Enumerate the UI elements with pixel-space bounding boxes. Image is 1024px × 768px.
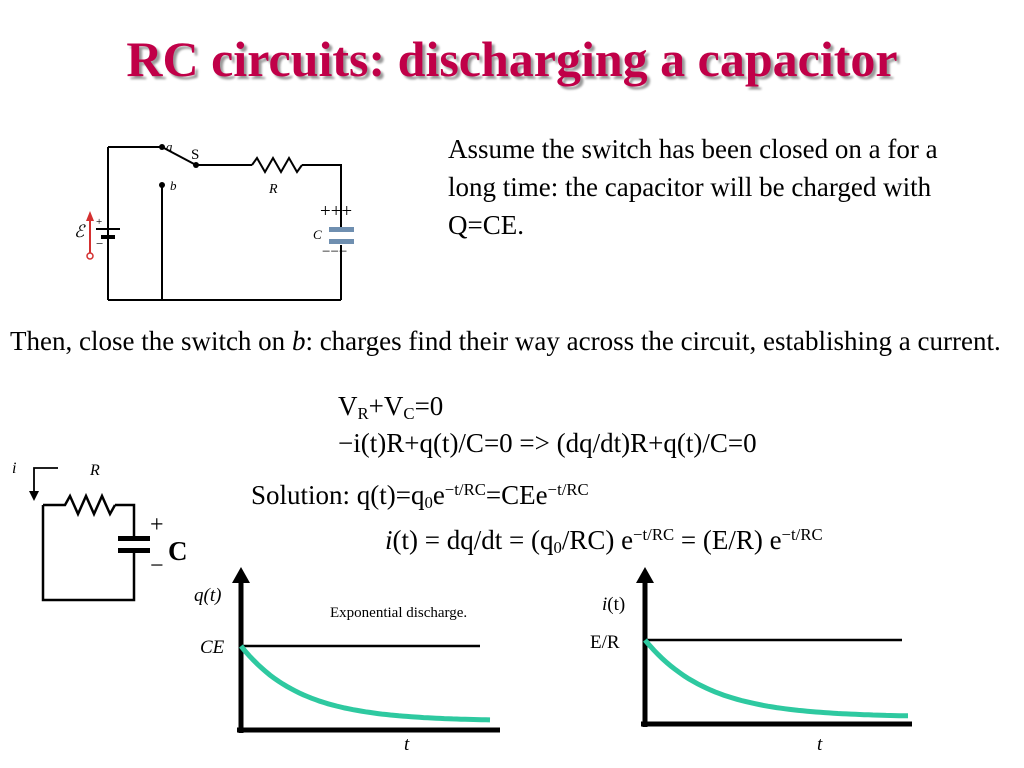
cur-exp2: −t/RC (781, 524, 823, 544)
sol-e: e (432, 480, 445, 510)
sol-q-sub: 0 (424, 493, 433, 513)
eq1-v: V (338, 391, 358, 421)
switch-terminal-a (159, 144, 165, 150)
sol-exp1: −t/RC (444, 479, 486, 499)
loop-capacitor-plate-bottom (118, 548, 150, 553)
chart2-xlabel: t (817, 734, 823, 755)
eq1-plus-v: +V (368, 391, 404, 421)
current-arrowhead-icon (29, 491, 39, 501)
minus-marks: −−− (322, 244, 347, 260)
chart2-ylabel-i: i (602, 594, 607, 615)
eq1-sub-c: C (403, 404, 415, 424)
loop-wire-right-top (115, 503, 136, 541)
para2-prefix: Then, close the switch on (10, 326, 292, 356)
charge-discharge-chart: q(t) CE Exponential discharge. t (194, 567, 500, 755)
loop-current-label: i (12, 460, 16, 477)
capacitor-plate-bottom (329, 239, 354, 244)
resistor-zigzag (251, 155, 303, 175)
chart2-decay-curve (643, 638, 908, 719)
loop-resistor-label: R (89, 462, 100, 479)
switch-b-paragraph: Then, close the switch on b: charges fin… (10, 322, 1010, 360)
chart1-decay-curve (239, 644, 491, 723)
capacitor-plate-top (329, 227, 354, 232)
loop-wire-left-bottom (41, 505, 136, 602)
chart1-xlabel: t (404, 734, 410, 755)
loop-resistor-zigzag (43, 492, 117, 518)
assumption-text: Assume the switch has been closed on a f… (448, 134, 938, 240)
solution-equation: Solution: q(t)=q0e−t/RC=CEe−t/RC (251, 480, 589, 511)
emf-symbol: ℰ (74, 222, 86, 241)
capacitor-label: C (313, 227, 322, 242)
switch-b-label: b (170, 178, 177, 193)
emf-arrow-tail (86, 252, 94, 260)
cur-exp1: −t/RC (633, 524, 675, 544)
sol-mid: =CEe (485, 480, 548, 510)
rc-loop-circuit: i R + − C (12, 460, 188, 602)
cur-p1: (t) = dq/dt = (q (392, 525, 554, 555)
cur-q-sub: 0 (553, 538, 562, 558)
chart1-ylabel: q(t) (194, 585, 221, 606)
loop-plus: + (150, 512, 164, 538)
current-discharge-chart: i(t) E/R t (590, 567, 912, 755)
switch-terminal-b (159, 182, 165, 188)
chart1-annotation: Exponential discharge. (330, 605, 467, 621)
loop-capacitor-plate-top (118, 536, 150, 541)
para2-italic-b: b (291, 326, 306, 356)
loop-capacitor-label: C (168, 536, 188, 566)
switch-a-label: a (166, 139, 173, 154)
loop-minus: − (150, 553, 164, 579)
eq1-sub-r: R (357, 404, 369, 424)
slide-title: RC circuits: discharging a capacitor (126, 31, 898, 87)
battery-minus: − (96, 236, 103, 251)
chart2-er-label: E/R (590, 632, 620, 653)
cur-p2: /RC) e (561, 525, 634, 555)
switch-blade (161, 146, 197, 166)
sol-exp2: −t/RC (547, 479, 589, 499)
cur-i: i (385, 525, 393, 555)
chart2-ylabel: i(t) (602, 594, 625, 615)
resistor-label: R (268, 182, 278, 197)
chart1-ce-label: CE (200, 637, 225, 658)
plus-marks: +++ (320, 201, 352, 222)
current-equation: i(t) = dq/dt = (q0/RC) e−t/RC = (E/R) e−… (385, 525, 823, 556)
switch-pivot (193, 162, 199, 168)
chart2-ylabel-rest: (t) (607, 594, 625, 615)
battery-plus: + (96, 216, 102, 228)
chart1-y-arrowhead-icon (232, 567, 250, 583)
current-arrow-line (33, 467, 58, 495)
emf-arrowhead-icon (86, 211, 94, 221)
rc-switch-circuit: a b S R C +++ −−− ℰ + − (74, 139, 354, 301)
differential-equation: −i(t)R+q(t)/C=0 => (dq/dt)R+q(t)/C=0 (338, 428, 757, 458)
eq1-eq-zero: =0 (414, 391, 444, 421)
sol-label: Solution: q(t)=q (251, 480, 425, 510)
para2-suffix: : charges find their way across the circ… (305, 326, 1001, 356)
kirchhoff-equation: VR+VC=0 (338, 391, 443, 422)
switch-s-label: S (191, 147, 199, 163)
cur-p3: = (E/R) e (674, 525, 782, 555)
chart2-y-arrowhead-icon (636, 567, 654, 583)
wire-top-right (302, 164, 342, 228)
